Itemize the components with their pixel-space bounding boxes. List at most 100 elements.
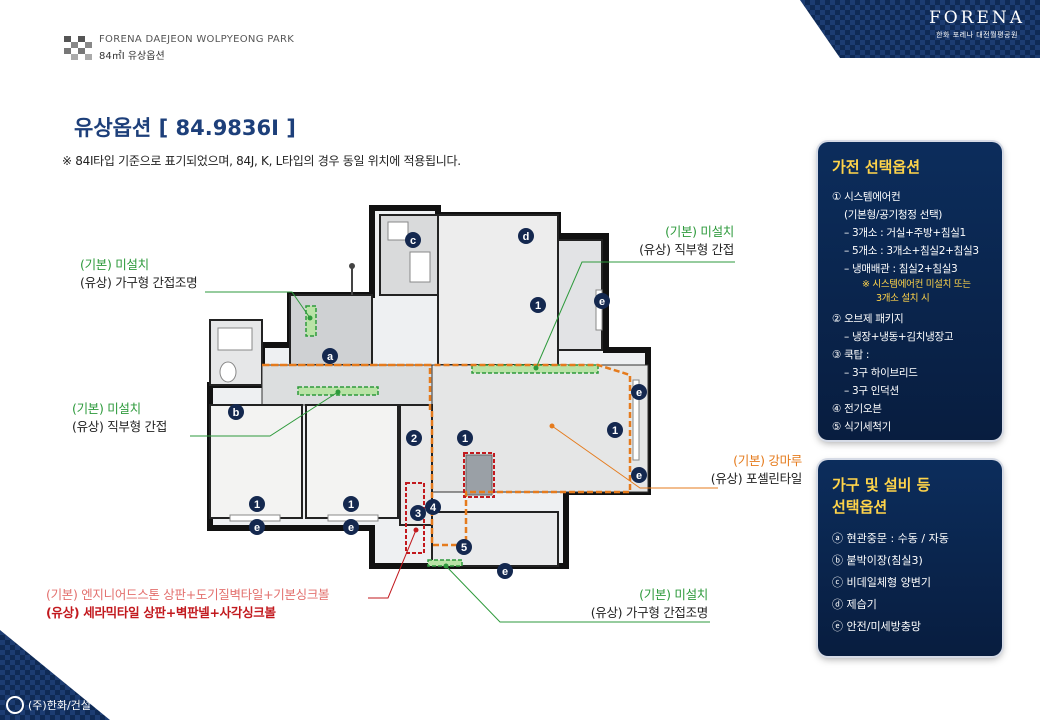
svg-text:1: 1 [535, 300, 541, 312]
svg-text:e: e [636, 387, 642, 399]
svg-text:e: e [502, 566, 508, 578]
svg-text:e: e [254, 522, 260, 534]
svg-text:b: b [233, 407, 240, 419]
callout-kitchen-counter: (기본) 엔지니어드스톤 상판+도기질벽타일+기본싱크볼 (유상) 세라믹타일 … [46, 586, 330, 622]
callout-paid: (유상) 가구형 간접조명 [590, 605, 709, 620]
kitchen-island-area [463, 452, 495, 498]
panel-title: 가구 및 설비 등 선택옵션 [832, 474, 988, 518]
svg-text:3: 3 [415, 508, 421, 520]
list-item: – 3구 하이브리드 [844, 367, 918, 379]
callout-hall-lighting: (기본) 미설치 (유상) 직부형 간접 [72, 400, 167, 436]
marker-3: 3 [410, 505, 426, 521]
list-note: ※ 시스템에어컨 미설치 또는 [862, 279, 971, 290]
marker-c: c [405, 232, 421, 248]
callout-paid: (유상) 세라믹타일 상판+벽판넬+사각싱크볼 [46, 605, 276, 620]
page-note: ※ 84I타입 기준으로 표기되었으며, 84J, K, L타입의 경우 동일 … [62, 154, 461, 168]
callout-entry-lighting: (기본) 미설치 (유상) 가구형 간접조명 [80, 256, 198, 292]
list-item: ⓓ 제습기 [832, 598, 877, 611]
list-item: – 냉매배관 : 침실2+침실3 [844, 263, 958, 275]
brand-subtitle: 한화 포레나 대전월평공원 [936, 31, 1018, 39]
page-title: 유상옵션 [ 84.9836I ] [74, 116, 296, 140]
checker-logo-icon [64, 36, 92, 60]
markers: a b c d e e e e e e 1 1 1 1 1 2 3 4 5 [228, 228, 647, 579]
footer-logo: (주)한화/건설 [6, 696, 91, 714]
marker-5: 5 [456, 539, 472, 555]
svg-text:a: a [327, 351, 334, 363]
marker-1-bed2: 1 [343, 496, 359, 512]
svg-text:d: d [523, 231, 530, 243]
callout-paid: (유상) 직부형 간접 [72, 419, 167, 434]
list-item: – 5개소 : 3개소+침실2+침실3 [844, 245, 979, 257]
svg-text:4: 4 [430, 502, 437, 514]
callout-basic: (기본) 엔지니어드스톤 상판+도기질벽타일+기본싱크볼 [46, 587, 330, 602]
hanwha-ring-icon [6, 696, 24, 714]
brand-logo: FORENA [928, 8, 1026, 28]
corner-decoration-bottom-left [0, 610, 140, 720]
leader-lines [190, 261, 735, 623]
svg-text:1: 1 [254, 499, 260, 511]
svg-text:e: e [348, 522, 354, 534]
callout-paid: (유상) 가구형 간접조명 [80, 275, 198, 290]
brand-block: FORENA 한화 포레나 대전월평공원 [922, 8, 1032, 40]
marker-e4: e [249, 519, 265, 535]
list-item: ③ 쿡탑 : [832, 349, 870, 361]
list-note: 3개소 설치 시 [876, 293, 930, 304]
marker-4: 4 [425, 499, 441, 515]
callout-basic: (기본) 미설치 [80, 257, 149, 272]
list-item: (기본형/공기청정 선택) [844, 209, 943, 221]
list-item: ⓑ 붙박이장(침실3) [832, 554, 923, 567]
callout-basic: (기본) 미설치 [665, 224, 734, 239]
marker-e1: e [594, 293, 610, 309]
furniture-options-panel: 가구 및 설비 등 선택옵션 ⓐ 현관중문 : 수동 / 자동 ⓑ 붙박이장(침… [818, 460, 1002, 656]
callout-paid: (유상) 포셀린타일 [710, 471, 803, 486]
list-item: ① 시스템에어컨 [832, 191, 901, 203]
callout-basic: (기본) 미설치 [72, 401, 141, 416]
header: FORENA DAEJEON WOLPYEONG PARK 84㎡Ⅰ 유상옵션 [64, 34, 294, 62]
callout-paid: (유상) 직부형 간접 [639, 242, 734, 257]
marker-a: a [322, 348, 338, 364]
marker-e6: e [497, 563, 513, 579]
list-item: ⑤ 식기세척기 [832, 421, 891, 433]
callout-utility-lighting: (기본) 미설치 (유상) 가구형 간접조명 [560, 586, 709, 622]
callout-basic: (기본) 강마루 [733, 453, 802, 468]
list-item: ⓐ 현관중문 : 수동 / 자동 [832, 532, 949, 545]
svg-text:1: 1 [612, 425, 618, 437]
panel-title-line1: 가구 및 설비 등 [832, 476, 931, 494]
list-item: ⓒ 비데일체형 양변기 [832, 576, 931, 589]
list-item: ④ 전기오븐 [832, 403, 882, 415]
marker-b: b [228, 404, 244, 420]
list-item: – 3개소 : 거실+주방+침실1 [844, 227, 966, 239]
marker-1-living-b: 1 [607, 422, 623, 438]
project-name: FORENA DAEJEON WOLPYEONG PARK [99, 34, 295, 45]
svg-text:c: c [410, 235, 416, 247]
appliance-options-panel: 가전 선택옵션 ① 시스템에어컨 (기본형/공기청정 선택) – 3개소 : 거… [818, 142, 1002, 440]
list-item: ⓔ 안전/미세방충망 [832, 620, 922, 633]
callout-basic: (기본) 미설치 [639, 587, 708, 602]
svg-text:e: e [636, 470, 642, 482]
marker-e2: e [631, 384, 647, 400]
furniture-options-list: ⓐ 현관중문 : 수동 / 자동 ⓑ 붙박이장(침실3) ⓒ 비데일체형 양변기… [832, 528, 988, 638]
appliance-options-list: ① 시스템에어컨 (기본형/공기청정 선택) – 3개소 : 거실+주방+침실1… [832, 188, 988, 436]
corner-decoration-top-right [800, 0, 1040, 58]
marker-e5: e [343, 519, 359, 535]
panel-title-line2: 선택옵션 [832, 498, 888, 516]
svg-text:1: 1 [462, 433, 468, 445]
svg-text:e: e [599, 296, 605, 308]
marker-1-living-a: 1 [457, 430, 473, 446]
marker-d: d [518, 228, 534, 244]
entry-lighting-area [305, 305, 317, 337]
list-item: – 냉장+냉동+김치냉장고 [844, 331, 954, 343]
marker-1-bed3: 1 [249, 496, 265, 512]
project-subtitle: 84㎡Ⅰ 유상옵션 [99, 51, 165, 62]
callout-flooring: (기본) 강마루 (유상) 포셀린타일 [680, 452, 803, 488]
marker-2: 2 [406, 430, 422, 446]
callout-kitchen-lighting: (기본) 미설치 (유상) 직부형 간접 [600, 223, 734, 259]
svg-text:5: 5 [461, 542, 467, 554]
svg-text:1: 1 [348, 499, 354, 511]
list-item: ② 오브제 패키지 [832, 313, 904, 325]
list-item: – 3구 인덕션 [844, 385, 899, 397]
footer-company: (주)한화/건설 [28, 699, 91, 712]
marker-1-kitchen: 1 [530, 297, 546, 313]
marker-e3: e [631, 467, 647, 483]
